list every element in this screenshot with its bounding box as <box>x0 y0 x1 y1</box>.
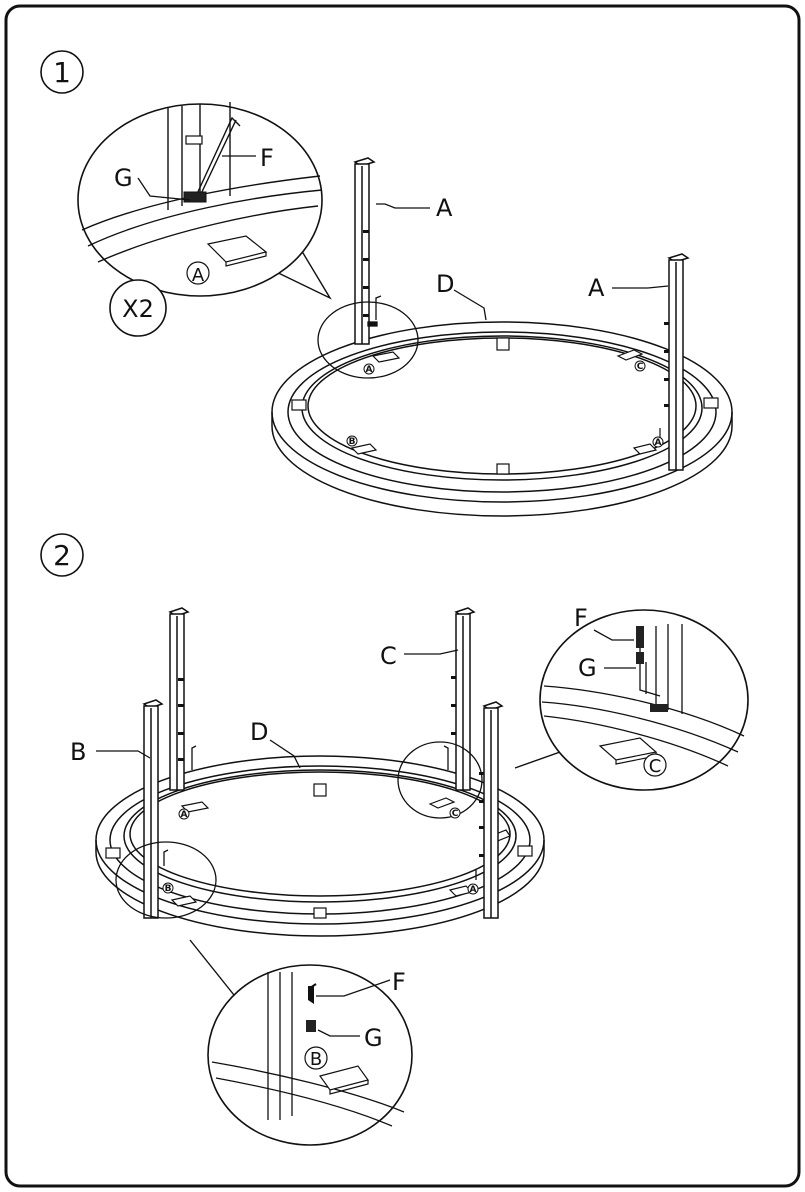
circled-c-1 <box>634 360 646 372</box>
detail-focus-circle <box>317 301 419 379</box>
circled-c-2-text: C <box>452 809 459 819</box>
circled-a-3 <box>178 808 190 820</box>
circled-b-1-text: B <box>349 437 356 447</box>
circled-b-1 <box>346 435 358 447</box>
label-f: F <box>260 144 274 172</box>
frame-ring-d <box>271 321 733 517</box>
circled-b-2 <box>162 882 174 894</box>
circled-b-zoom-text: B <box>310 1049 322 1070</box>
leg-a-right-holes <box>664 322 669 407</box>
page-frame <box>4 4 801 1188</box>
step-1-badge <box>40 50 84 94</box>
leg-a-right <box>667 253 690 471</box>
label-b: B <box>70 738 86 766</box>
label-f-3: F <box>392 968 406 996</box>
circled-c-1-text: C <box>637 362 644 372</box>
circled-a-2 <box>652 436 664 448</box>
circled-c-zoom <box>643 753 667 777</box>
ring-brackets <box>291 337 719 475</box>
leg-a-back-holes <box>178 678 184 761</box>
circled-a-1-text: A <box>366 365 373 375</box>
step-1-number: 1 <box>53 56 71 89</box>
circled-a-2-text: A <box>655 438 662 448</box>
label-a-left: A <box>436 194 453 222</box>
leader-lines-2 <box>96 629 636 1037</box>
circled-a-3-text: A <box>181 810 188 820</box>
frame-ring-d-2 <box>95 755 545 937</box>
label-f-2: F <box>574 604 588 632</box>
bolt-f-small <box>367 295 382 327</box>
circled-a-1 <box>363 363 375 375</box>
label-g-3: G <box>364 1024 383 1052</box>
label-c: C <box>380 642 397 670</box>
leg-a-left-holes <box>363 230 369 317</box>
circled-a-4 <box>467 883 479 895</box>
quantity-text: X2 <box>122 295 154 323</box>
leg-a-back <box>168 607 190 791</box>
detail-focus-circle-c <box>397 741 483 819</box>
leg-b <box>142 699 164 919</box>
quantity-badge <box>109 279 167 337</box>
leg-a-left <box>353 157 376 345</box>
label-a-right: A <box>588 274 605 302</box>
label-g-2: G <box>578 654 597 682</box>
circled-c-zoom-text: C <box>649 756 662 777</box>
detail-focus-circle-b <box>115 841 217 919</box>
step-2-badge <box>40 533 84 577</box>
leg-c-holes <box>451 676 456 735</box>
zoom-callout-c <box>514 609 749 791</box>
label-g: G <box>114 164 133 192</box>
leader-lines-1 <box>137 155 669 321</box>
leg-front-right <box>482 701 504 919</box>
label-d: D <box>436 270 454 298</box>
zoom-callout-1 <box>77 102 332 300</box>
circled-a-zoom <box>186 261 210 285</box>
label-d-2: D <box>250 718 268 746</box>
leg-c <box>454 607 476 791</box>
circled-b-zoom <box>304 1046 328 1070</box>
circled-a-zoom-text: A <box>192 265 205 286</box>
step-2: 2 <box>40 533 749 1146</box>
circled-c-2 <box>449 807 461 819</box>
circled-b-2-text: B <box>165 884 172 894</box>
bolts-step-2 <box>163 745 477 880</box>
circled-a-4-text: A <box>470 885 477 895</box>
step-2-number: 2 <box>53 539 71 572</box>
step-1: 1 <box>40 50 733 517</box>
